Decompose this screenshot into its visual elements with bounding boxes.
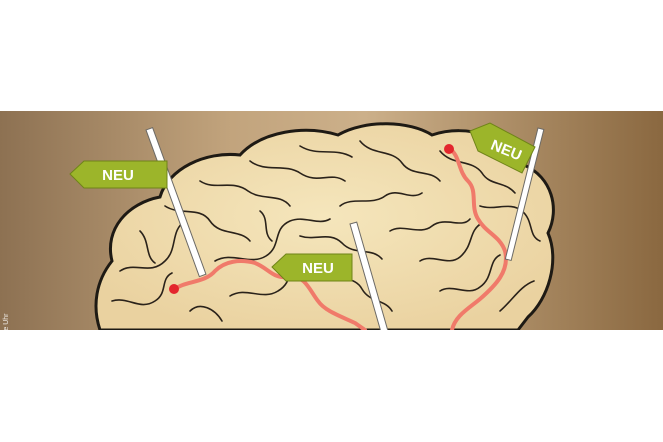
sign-label: NEU: [102, 167, 134, 184]
signpost-left: NEU: [69, 126, 207, 278]
start-dot: [169, 284, 179, 294]
banner-illustration: NEU NEU NEU: [0, 111, 663, 330]
brain-shape: [94, 122, 555, 330]
image-credit-text: Image Source: © Maike Uhr: [3, 313, 10, 400]
brain-illustration: NEU NEU NEU: [0, 111, 663, 330]
signpost-center: NEU: [271, 221, 391, 330]
brain-folds: [111, 140, 541, 322]
neural-path: [173, 147, 508, 330]
start-dot: [444, 144, 454, 154]
image-credit: Image Source: © Maike Uhr: [3, 300, 17, 400]
sign-label: NEU: [302, 260, 334, 277]
